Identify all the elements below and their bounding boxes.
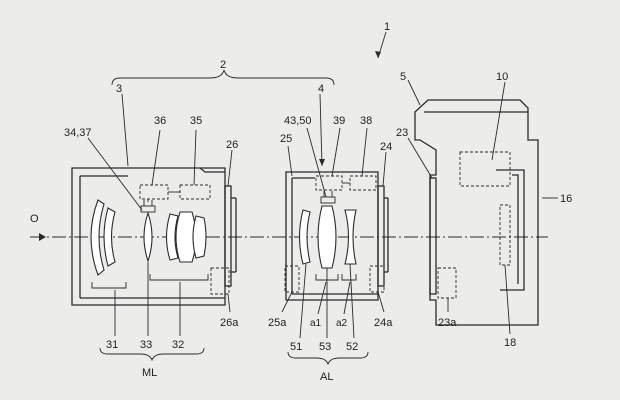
label-36: 36: [154, 115, 166, 127]
label-25a: 25a: [268, 317, 287, 329]
reference-labels: 1 2 3 4 5 10 16 18 23 23a 24 24a 25 25a …: [30, 21, 572, 383]
label-24: 24: [380, 141, 392, 153]
label-34-37: 34,37: [64, 127, 92, 139]
leader-lines: [87, 31, 558, 366]
optical-axis: [30, 233, 548, 241]
label-51: 51: [290, 341, 302, 353]
label-26a: 26a: [220, 317, 239, 329]
label-32: 32: [172, 339, 184, 351]
label-18: 18: [504, 337, 516, 349]
adapter-lens-unit: [284, 171, 389, 301]
label-23a: 23a: [438, 317, 457, 329]
label-43-50: 43,50: [284, 115, 312, 127]
camera-body: [414, 99, 539, 326]
label-5: 5: [400, 71, 406, 83]
label-a2: a2: [336, 318, 348, 329]
label-25: 25: [280, 133, 292, 145]
label-23: 23: [396, 127, 408, 139]
label-AL: AL: [320, 371, 333, 383]
label-39: 39: [333, 115, 345, 127]
label-4: 4: [318, 83, 324, 95]
label-10: 10: [496, 71, 508, 83]
label-ML: ML: [142, 367, 157, 379]
label-31: 31: [106, 339, 118, 351]
label-O: O: [30, 213, 39, 225]
label-35: 35: [190, 115, 202, 127]
brace-2: [111, 69, 335, 86]
label-16: 16: [560, 193, 572, 205]
label-a1: a1: [310, 318, 322, 329]
label-38: 38: [360, 115, 372, 127]
label-1: 1: [384, 21, 390, 33]
label-24a: 24a: [374, 317, 393, 329]
label-26: 26: [226, 139, 238, 151]
label-2: 2: [220, 59, 226, 71]
label-33: 33: [140, 339, 152, 351]
label-53: 53: [319, 341, 331, 353]
master-lens-unit: [71, 167, 237, 306]
label-3: 3: [116, 83, 122, 95]
label-52: 52: [346, 341, 358, 353]
